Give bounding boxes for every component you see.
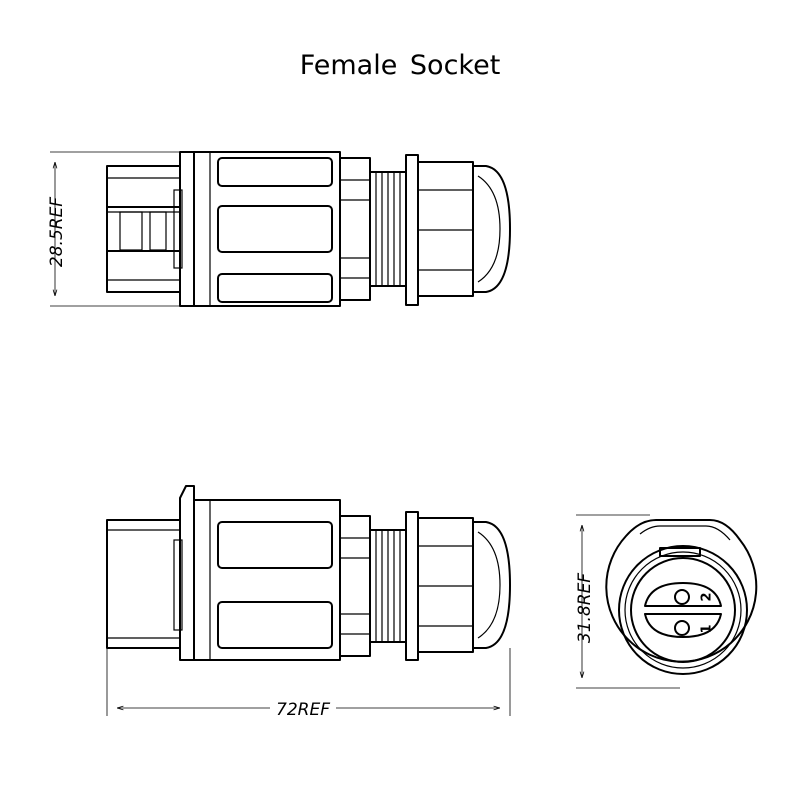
bottom-nut <box>339 515 371 657</box>
front-ring-inner <box>630 557 736 663</box>
dimension-height-top: 28.5REF <box>47 151 180 307</box>
front-end-view: 2 1 31.8REF <box>575 514 758 689</box>
top-latch <box>106 189 183 269</box>
pin-hole-1 <box>674 620 690 636</box>
top-main-body <box>193 151 341 307</box>
bottom-front-plug <box>106 519 181 649</box>
dimension-label-height: 28.5REF <box>47 197 67 267</box>
pin-hole-2 <box>674 589 690 605</box>
bottom-main-body <box>193 499 341 661</box>
top-thread <box>369 171 407 287</box>
top-nut <box>339 157 371 301</box>
top-washer <box>405 154 419 306</box>
pin-label-2: 2 <box>700 592 715 601</box>
top-front-plug <box>106 165 181 293</box>
top-gland <box>417 161 474 297</box>
top-dome-cap <box>472 165 511 293</box>
dimension-diameter-front: 31.8REF <box>575 514 680 689</box>
bottom-dome-cap <box>472 521 511 649</box>
front-insulator <box>644 582 722 638</box>
front-ring-outer <box>618 545 748 675</box>
bottom-washer <box>405 511 419 661</box>
pin-label-1: 1 <box>700 624 715 633</box>
front-key-slot <box>659 547 701 557</box>
bottom-thread <box>369 529 407 643</box>
dimension-label-length: 72REF <box>276 700 330 720</box>
top-side-view: 28.5REF <box>47 151 511 307</box>
bottom-gland <box>417 517 474 653</box>
dimension-label-diameter: 31.8REF <box>575 573 595 643</box>
dimension-length-total: 72REF <box>106 648 511 720</box>
page-title: Female Socket <box>299 50 501 81</box>
bottom-side-view: 72REF <box>106 485 511 720</box>
